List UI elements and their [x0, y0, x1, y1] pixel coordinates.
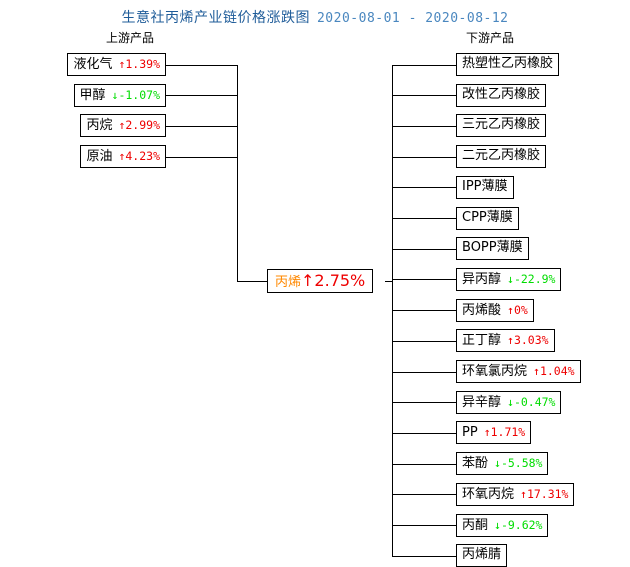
node-label: 异丙醇 [462, 271, 502, 287]
connector-line-horizontal [392, 310, 456, 312]
connector-line-horizontal [392, 371, 456, 373]
node-change-value: ↑17.31% [520, 486, 569, 501]
downstream-node-3[interactable]: 三元乙丙橡胶 [456, 114, 547, 138]
node-label: 二元乙丙橡胶 [462, 148, 541, 164]
connector-line-vertical [237, 64, 238, 281]
connector-line-horizontal [392, 64, 456, 66]
connector-line-horizontal [166, 95, 237, 97]
node-change-value: ↑2.99% [118, 118, 160, 133]
node-change-value: ↑1.39% [118, 57, 160, 71]
connector-line-horizontal [166, 156, 237, 158]
downstream-node-14[interactable]: 苯酚 ↓-5.58% [456, 452, 549, 476]
downstream-node-15[interactable]: 环氧丙烷 ↑17.31% [456, 482, 575, 506]
upstream-node-2[interactable]: 甲醇 ↓-1.07% [73, 83, 166, 107]
node-change-value: ↓-5.58% [494, 456, 543, 471]
downstream-node-4[interactable]: 二元乙丙橡胶 [456, 145, 547, 169]
date-range-label: 2020-08-01 - 2020-08-12 [316, 11, 509, 26]
chart-title-bar: 生意社丙烯产业链价格涨跌图 2020-08-01 - 2020-08-12 [0, 7, 630, 27]
connector-line-horizontal [166, 125, 237, 127]
connector-line-horizontal [392, 494, 456, 496]
upstream-node-3[interactable]: 丙烷 ↑2.99% [80, 114, 166, 138]
node-label: 液化气 [73, 57, 113, 72]
connector-line-horizontal [385, 281, 392, 282]
center-node-change: ↑2.75% [301, 271, 366, 290]
node-change-value: ↓-0.47% [507, 394, 556, 409]
connector-line-horizontal [392, 187, 456, 189]
downstream-node-13[interactable]: PP ↑1.71% [456, 421, 532, 445]
connector-line-horizontal [392, 463, 456, 465]
page-title: 生意社丙烯产业链价格涨跌图 [121, 10, 310, 26]
connector-line-horizontal [392, 218, 456, 219]
node-change-value: ↓-22.9% [507, 271, 556, 286]
downstream-node-1[interactable]: 热塑性乙丙橡胶 [456, 53, 560, 76]
node-label: 丙烯腈 [462, 547, 502, 563]
downstream-node-8[interactable]: 异丙醇 ↓-22.9% [456, 267, 562, 291]
center-node-label: 丙烯 [275, 275, 302, 290]
node-label: 丙烯酸 [462, 302, 502, 318]
connector-line-horizontal [237, 281, 267, 282]
node-label: 改性乙丙橡胶 [462, 86, 541, 102]
node-label: 苯酚 [462, 456, 489, 472]
upstream-column-header: 上游产品 [106, 31, 155, 45]
node-label: 丙烷 [86, 118, 113, 134]
node-label: CPP薄膜 [462, 209, 513, 225]
connector-line-horizontal [392, 156, 456, 158]
node-label: 原油 [86, 149, 113, 165]
connector-line-horizontal [166, 64, 237, 66]
node-label: IPP薄膜 [462, 178, 508, 194]
node-change-value: ↑4.23% [118, 149, 160, 164]
connector-line-horizontal [392, 555, 456, 557]
upstream-node-4[interactable]: 原油 ↑4.23% [80, 145, 166, 169]
downstream-node-11[interactable]: 环氧氯丙烷 ↑1.04% [456, 360, 581, 383]
connector-line-horizontal [392, 432, 456, 434]
node-change-value: ↑3.03% [507, 333, 549, 348]
upstream-node-1[interactable]: 液化气 ↑1.39% [67, 53, 166, 76]
node-label: 正丁醇 [462, 333, 502, 349]
downstream-node-5[interactable]: IPP薄膜 [456, 175, 514, 199]
downstream-node-16[interactable]: 丙酮 ↓-9.62% [456, 513, 549, 537]
node-label: 异辛醇 [462, 394, 502, 410]
connector-line-horizontal [392, 95, 456, 97]
downstream-node-10[interactable]: 正丁醇 ↑3.03% [456, 329, 555, 353]
node-label: 甲醇 [79, 87, 106, 103]
node-change-value: ↑0% [507, 302, 528, 317]
connector-line-vertical [392, 64, 393, 556]
node-change-value: ↑1.71% [483, 425, 526, 440]
connector-line-horizontal [392, 248, 456, 250]
downstream-node-12[interactable]: 异辛醇 ↓-0.47% [456, 390, 562, 414]
node-label: 环氧丙烷 [462, 486, 515, 502]
connector-line-horizontal [392, 279, 456, 281]
connector-line-horizontal [392, 125, 456, 127]
downstream-node-7[interactable]: BOPP薄膜 [456, 237, 529, 261]
node-label: 丙酮 [462, 517, 489, 533]
node-change-value: ↑1.04% [533, 364, 575, 378]
downstream-node-6[interactable]: CPP薄膜 [456, 206, 519, 230]
connector-line-horizontal [392, 340, 456, 342]
node-label: BOPP薄膜 [462, 240, 523, 256]
downstream-column-header: 下游产品 [466, 31, 515, 45]
downstream-node-2[interactable]: 改性乙丙橡胶 [456, 83, 547, 107]
node-change-value: ↓-1.07% [111, 87, 160, 102]
center-node-propylene[interactable]: 丙烯↑2.75% [267, 269, 374, 293]
node-label: 热塑性乙丙橡胶 [462, 56, 554, 71]
downstream-node-17[interactable]: 丙烯腈 [456, 544, 508, 567]
connector-line-horizontal [392, 402, 456, 404]
node-label: 环氧氯丙烷 [462, 364, 528, 379]
node-change-value: ↓-9.62% [494, 517, 543, 532]
node-label: PP [462, 425, 478, 441]
node-label: 三元乙丙橡胶 [462, 117, 541, 133]
connector-line-horizontal [392, 525, 456, 526]
downstream-node-9[interactable]: 丙烯酸 ↑0% [456, 298, 534, 322]
